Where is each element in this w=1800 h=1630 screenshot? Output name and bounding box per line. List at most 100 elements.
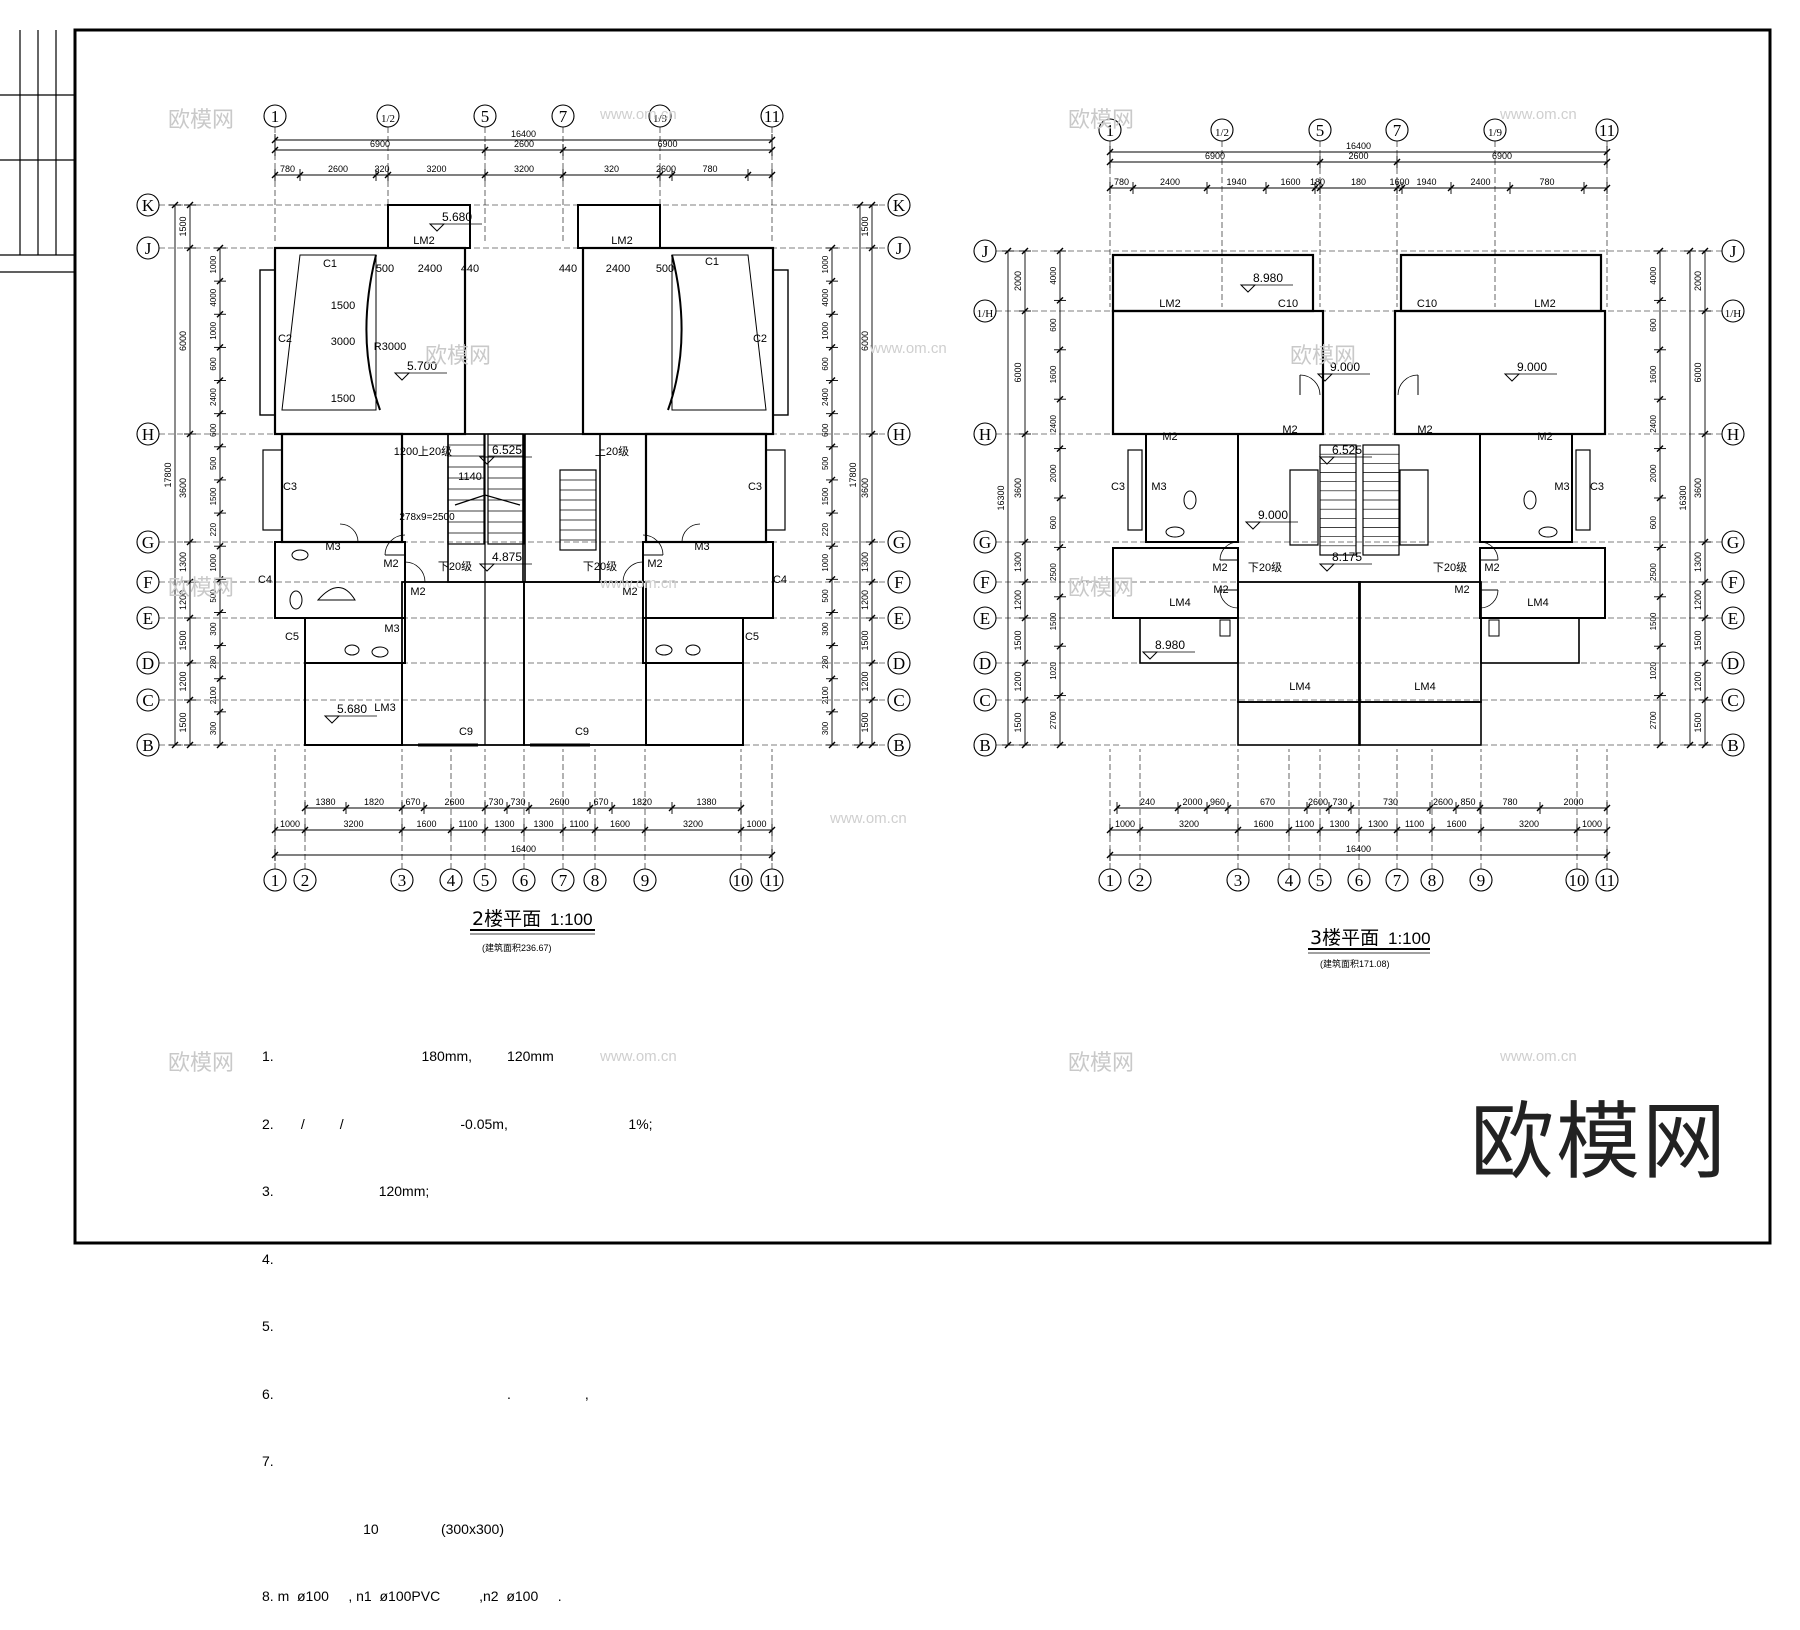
dim-bottom-1-label: 1380 — [696, 797, 716, 807]
dim-bottom-1-slash — [420, 804, 428, 812]
dim-parts-slash — [372, 171, 380, 179]
note-line: 3. 120mm; — [262, 1183, 430, 1199]
dim-side-outer-label: 1200 — [1013, 671, 1023, 691]
dim-side-outer-r-slash — [1701, 247, 1709, 255]
dim-parts-label: 1600 — [1389, 177, 1409, 187]
row-axis-bubble-label: B — [893, 736, 904, 755]
dim-side-outer-slash — [1021, 538, 1029, 546]
dim-side-inner-r-slash — [1656, 494, 1664, 502]
plan-label: M3 — [1554, 481, 1569, 493]
axis-bubble-label: 9 — [641, 871, 650, 890]
elevation-mark-value: 5.700 — [407, 359, 437, 373]
door-m2-swing — [404, 561, 426, 583]
watermark: 欧模网 — [1290, 344, 1357, 369]
room-wall — [581, 246, 775, 436]
dim-side-inner-r-slash — [828, 542, 836, 550]
watermark-url: www.om.cn — [600, 575, 677, 592]
row-axis-bubble-circle — [887, 422, 911, 446]
row-axis-bubble-label: H — [893, 425, 905, 444]
watermark-url: www.om.cn — [1500, 1048, 1577, 1065]
dim-side-outer-r-slash — [868, 244, 876, 252]
window — [262, 449, 283, 531]
dim-side-outer-slash — [186, 430, 194, 438]
toilet-fixture — [685, 644, 701, 656]
row-axis-bubble-label: C — [979, 691, 990, 710]
dim-side-outer-r-slash — [868, 696, 876, 704]
dim-side-inner-r-slash — [828, 708, 836, 716]
dim-side-inner-label: 280 — [209, 655, 218, 669]
dim-side-inner-label: 1600 — [1049, 365, 1058, 383]
dim-side-inner-r-label: 300 — [821, 622, 830, 636]
axis-bubble-label: 6 — [520, 871, 529, 890]
dim-bottom-total-slash — [1106, 851, 1114, 859]
plan-label: C3 — [1111, 481, 1125, 493]
dim-bottom-1-slash — [1476, 804, 1484, 812]
dim-bottom-2-slash — [1477, 826, 1485, 834]
dim-bottom-2-slash — [1106, 826, 1114, 834]
dim-bottom-1-slash — [398, 804, 406, 812]
dim-side-inner-slash — [1056, 494, 1064, 502]
dim-parts-label: 1940 — [1416, 177, 1436, 187]
dim-bottom-1-label: 670 — [1260, 797, 1275, 807]
dim-parts-slash — [1129, 184, 1137, 192]
dim-side-outer-r-slash — [868, 578, 876, 586]
dim-bottom-2-label: 3200 — [683, 819, 703, 829]
dim-side-inner-slash — [216, 675, 224, 683]
door-m2-swing — [1299, 374, 1321, 396]
dim-parts-label: 320 — [604, 164, 619, 174]
dim-side-inner-slash — [1056, 445, 1064, 453]
dim-side-outer-r-label: 3600 — [1693, 478, 1703, 498]
plan-label: LM4 — [1289, 681, 1310, 693]
stair-landing — [1399, 469, 1429, 546]
dim-side-outer-r-slash — [868, 201, 876, 209]
elevation-mark-value: 8.980 — [1155, 638, 1185, 652]
bay-window — [259, 269, 276, 416]
plan-label: 2400 — [418, 263, 442, 275]
bath-wall — [1145, 433, 1239, 543]
row-axis-bubble-circle — [887, 570, 911, 594]
dim-side-inner-r-slash — [1656, 247, 1664, 255]
dim-parts-label: 1600 — [1280, 177, 1300, 187]
dim-side-inner-r-label: 500 — [821, 456, 830, 470]
dim-parts-slash — [1398, 184, 1406, 192]
dim-bottom-1-label: 240 — [1140, 797, 1155, 807]
row-axis-bubble-label: D — [893, 654, 905, 673]
dim-halves-slash — [559, 146, 567, 154]
row-axis-bubble-label: 1/H — [1725, 308, 1742, 320]
plan-label: M2 — [1417, 424, 1432, 436]
balcony-wall — [1480, 617, 1580, 664]
dim-total-slash — [1106, 148, 1114, 156]
dim-bottom-1-label: 2600 — [549, 797, 569, 807]
row-axis-bubble-label: D — [979, 654, 991, 673]
design-notes: 1. 180mm, 120mm 2. / / -0.05m, 1%; 3. 12… — [262, 1000, 653, 1630]
row-axis-bubble-circle — [887, 688, 911, 712]
room-wall — [280, 432, 404, 544]
axis-bubble-label: 6 — [1355, 871, 1364, 890]
dim-side-inner-slash — [216, 277, 224, 285]
row-axis-bubble-label: G — [142, 533, 154, 552]
dim-side-inner-slash — [1056, 741, 1064, 749]
dim-bottom-2-label: 3200 — [1179, 819, 1199, 829]
dim-side-outer-r-label: 1200 — [860, 671, 870, 691]
dim-side-outer-r-label: 1500 — [860, 712, 870, 732]
dim-bottom-2-slash — [301, 826, 309, 834]
dim-side-inner-r-slash — [1656, 346, 1664, 354]
elevation-mark-value: 9.000 — [1330, 360, 1360, 374]
row-axis-bubble-label: F — [143, 573, 152, 592]
row-axis-bubble-circle — [887, 193, 911, 217]
dim-halves-label: 6900 — [1205, 151, 1225, 161]
elevation-mark-value: 6.525 — [492, 443, 522, 457]
dim-bottom-2-slash — [737, 826, 745, 834]
room-wall — [1393, 309, 1607, 436]
dim-parts-label: 780 — [1539, 177, 1554, 187]
dim-side-outer-slash — [1021, 696, 1029, 704]
dim-side-outer-r-slash — [1701, 659, 1709, 667]
dim-parts-slash — [1393, 184, 1401, 192]
plan-label: 3000 — [331, 336, 355, 348]
axis-bubble-label: 1 — [271, 107, 280, 126]
dim-bottom-1-slash — [481, 804, 489, 812]
axis-bubble-label: 2 — [301, 871, 310, 890]
room-wall — [642, 617, 744, 664]
plan-label: C5 — [285, 631, 299, 643]
plan-label: C3 — [283, 481, 297, 493]
